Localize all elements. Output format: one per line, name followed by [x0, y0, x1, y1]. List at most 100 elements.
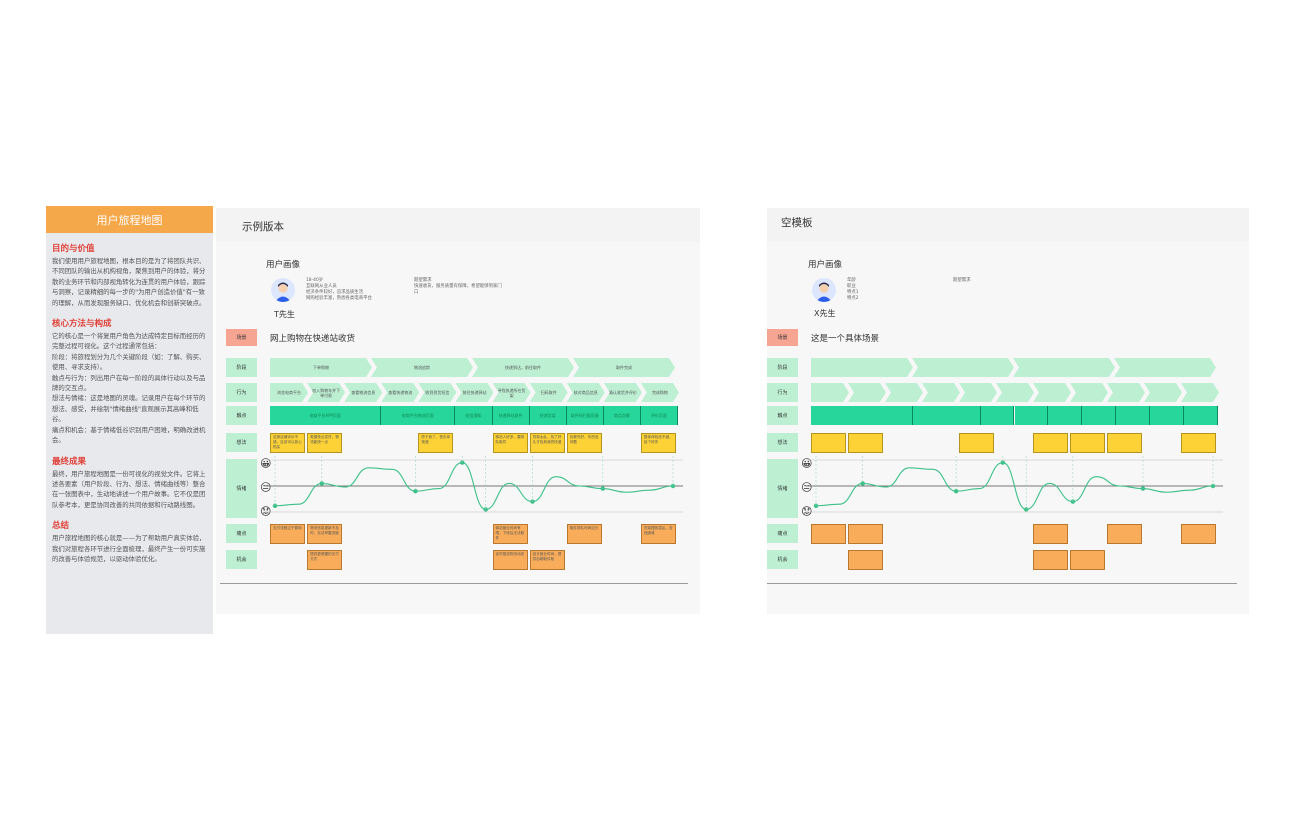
- row-label: 情绪: [226, 459, 257, 518]
- thought-note: [1181, 433, 1216, 453]
- emotion-point: [813, 503, 819, 508]
- touchpoint-block: 电商平台APP页面: [270, 406, 382, 425]
- touchpoint-block: 评价页面: [640, 406, 678, 425]
- action-chevron: 加入购物车并下单付款: [307, 383, 345, 402]
- row-label: 触点: [226, 406, 257, 425]
- row-label: 阶段: [767, 358, 798, 377]
- section-body: 用户旅程地图的核心就是——为了帮助用户真实体验，我们对旅程各环节进行全面梳理，最…: [52, 534, 206, 563]
- pain-note: [1033, 524, 1068, 544]
- board-canvas: [767, 242, 1249, 614]
- opportunity-note: [848, 550, 883, 570]
- row-label: 行为: [226, 383, 257, 402]
- action-chevron: 查看快递物流: [381, 383, 419, 402]
- divider: [767, 583, 1237, 584]
- emotion-curve: [806, 456, 1223, 513]
- row-label: 阶段: [226, 358, 257, 377]
- emotion-point: [460, 460, 465, 465]
- example-board: 示例版本 用户画像 18-40岁 互联网从业人员 经济条件较好，追求品质生活 网…: [216, 208, 700, 614]
- board-title: 示例版本: [242, 221, 284, 233]
- info-panel: 用户旅程地图 目的与价值 我们使用用户旅程地图，根本目的是为了将团队共识、不同团…: [46, 206, 213, 634]
- persona-attributes: 年龄 职业 特点1 特点2: [847, 278, 859, 301]
- scene-text: 网上购物在快递站收货: [270, 334, 356, 344]
- touchpoint-block: [1014, 406, 1049, 425]
- action-chevron: 前往快递驿站: [455, 383, 493, 402]
- section-title: 核心方法与构成: [52, 319, 112, 330]
- thought-note: [848, 433, 883, 453]
- touchpoint-block: 短信通知: [455, 406, 493, 425]
- thought-note: 货架太乱，找了好久才找到我的快递: [529, 433, 565, 453]
- action-chevron: [959, 383, 997, 402]
- opportunity-note: [1033, 550, 1068, 570]
- section-title: 总结: [52, 521, 70, 532]
- persona-name: X先生: [814, 309, 836, 318]
- opportunity-note: 提供更便捷的支付方式: [307, 550, 343, 570]
- emotion-point: [413, 489, 418, 494]
- happy-face-icon: 😀: [801, 457, 813, 470]
- row-label: 触点: [767, 406, 798, 425]
- row-label: 想法: [767, 433, 798, 452]
- action-chevron: 浏览电商平台: [270, 383, 308, 402]
- action-chevron: [885, 383, 923, 402]
- info-sections: 目的与价值 我们使用用户旅程地图，根本目的是为了将团队共识、不同团队的输出从机构…: [46, 242, 213, 564]
- stage-chevron: 物流追踪: [371, 358, 473, 377]
- stage-chevron: [1114, 358, 1216, 377]
- row-label: 痛点: [767, 524, 798, 543]
- sad-face-icon: 😟: [260, 505, 272, 518]
- pain-note: 驿站营业时间有限，下班后无法取件: [492, 524, 528, 544]
- stage-chevron: [912, 358, 1014, 377]
- scene-label: 场景: [226, 329, 257, 346]
- pain-note: [811, 524, 846, 544]
- scene-label: 场景: [767, 329, 798, 346]
- pain-note: 取件排队时间过长: [566, 524, 602, 544]
- blank-board: 空模板 用户画像 年龄 职业 特点1 特点2 期望需求 X先生 场景 这是一个具…: [767, 208, 1249, 614]
- thought-note: [959, 433, 994, 453]
- section-body: 最终，用户旅程地图是一份可视化的视觉文件。它将上述各要素（用户阶段、行为、想法、…: [52, 469, 206, 509]
- thought-note: 这家店铺评价不错，应该可以放心购买: [270, 433, 306, 453]
- action-chevron: [922, 383, 960, 402]
- info-header: 用户旅程地图: [46, 206, 213, 233]
- action-chevron: [1070, 383, 1108, 402]
- action-chevron: 扫码取件: [530, 383, 568, 402]
- touchpoint-block: 商品包裹: [603, 406, 641, 425]
- touchpoint-block: 快递驿站取件: [492, 406, 530, 425]
- journey-grid: 阶段行为触点想法情绪痛点机会😀😐😟: [767, 208, 1249, 614]
- persona-attributes: 18-40岁 互联网从业人员 经济条件较好，追求品质生活 网购经验丰富，熟悉各类…: [306, 278, 372, 301]
- touchpoint-block: [811, 406, 913, 425]
- pain-note: [1181, 524, 1216, 544]
- action-chevron: 寻找快递所在货架: [493, 383, 531, 402]
- opportunity-note: 延长营业时间，提供自助取件柜: [529, 550, 565, 570]
- board-canvas: [216, 242, 700, 614]
- action-chevron: 确认收货并评价: [604, 383, 642, 402]
- touchpoint-block: [1082, 406, 1117, 425]
- stage-chevron: 快递到达，前往取件: [472, 358, 574, 377]
- touchpoint-block: 取件码扫描设备: [566, 406, 604, 425]
- row-label: 情绪: [767, 459, 798, 518]
- action-chevron: 完成购物: [641, 383, 679, 402]
- row-label: 机会: [767, 550, 798, 569]
- row-label: 想法: [226, 433, 257, 452]
- opportunity-note: [1070, 550, 1105, 570]
- emotion-point: [1000, 460, 1006, 465]
- scene-text: 这是一个具体场景: [811, 334, 880, 344]
- stage-chevron: [1013, 358, 1115, 377]
- pain-note: 支付流程过于繁琐: [270, 524, 306, 544]
- opportunity-note: 实时推送物流动态: [492, 550, 528, 570]
- stage-chevron: 取件完成: [573, 358, 675, 377]
- emotion-point: [860, 481, 865, 486]
- section-body: 它的核心是一个将复用户角色为达成特定目标而经历的完整过程可视化。这个过程通常包括…: [52, 332, 206, 445]
- stage-chevron: [811, 358, 913, 377]
- action-chevron: [1033, 383, 1071, 402]
- persona-title: 用户画像: [266, 260, 301, 270]
- thought-note: 希望快点发货，物流能快一点: [307, 433, 343, 453]
- emotion-curve: [265, 456, 683, 513]
- touchpoint-block: [980, 406, 1015, 425]
- row-label: 机会: [226, 550, 257, 569]
- action-chevron: [1181, 383, 1219, 402]
- neutral-face-icon: 😐: [260, 481, 272, 494]
- row-label: 行为: [767, 383, 798, 402]
- stage-chevron: 下单购物: [270, 358, 372, 377]
- neutral-face-icon: 😐: [801, 481, 813, 494]
- action-chevron: [848, 383, 886, 402]
- thought-note: [811, 433, 846, 453]
- persona-name: T先生: [274, 310, 295, 319]
